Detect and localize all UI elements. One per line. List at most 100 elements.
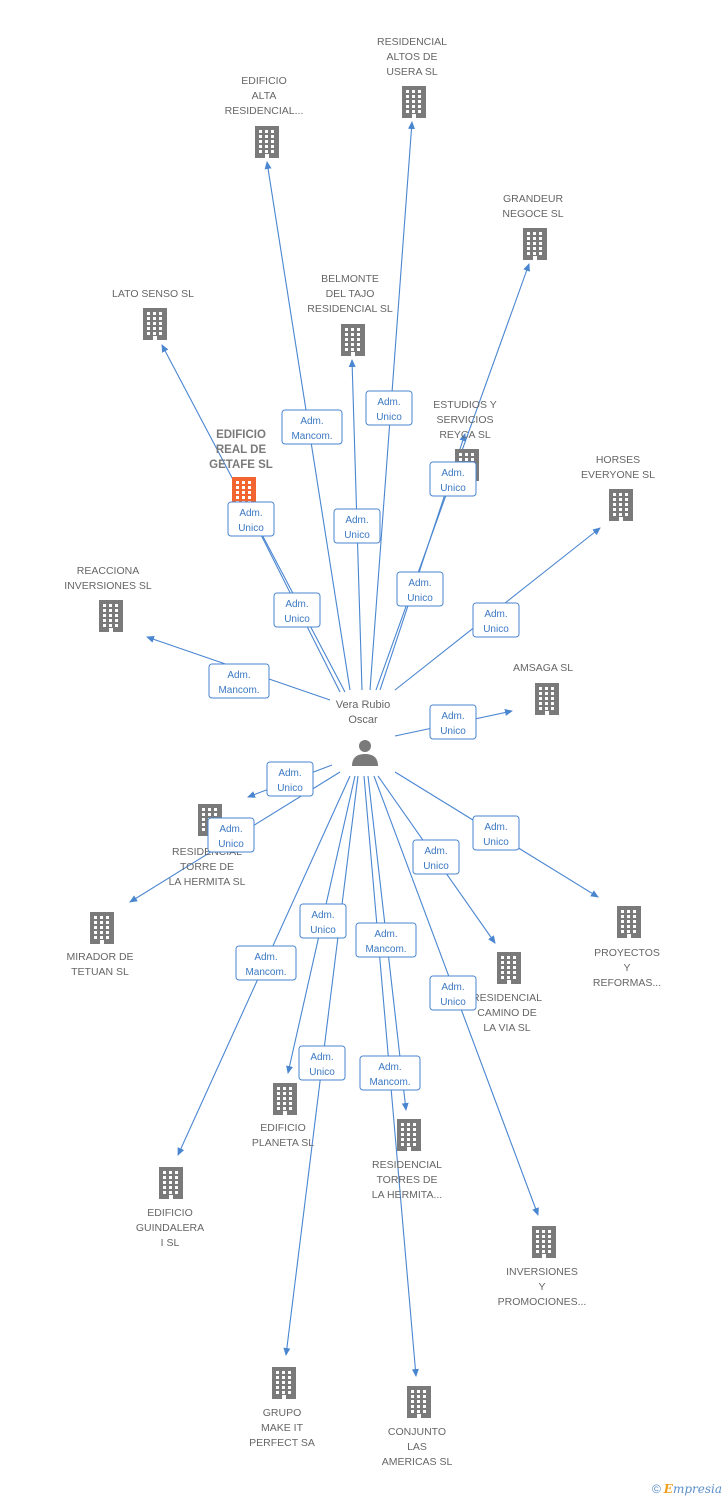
company-node-lato-senso[interactable]: LATO SENSO SL <box>112 288 194 340</box>
relation-badge-reacciona-inversiones[interactable]: Adm.Mancom. <box>208 663 270 699</box>
center-person[interactable]: Vera Rubio Oscar <box>336 699 390 766</box>
relation-label-line: Unico <box>238 523 264 534</box>
company-label-line: ALTA <box>252 90 277 102</box>
relation-badge-edificio-guindalera[interactable]: Adm.Mancom. <box>235 945 297 981</box>
company-label-line: PERFECT SA <box>249 1437 315 1449</box>
company-node-amsaga[interactable]: AMSAGA SL <box>513 662 573 715</box>
relation-label-line: Adm. <box>219 824 242 835</box>
company-label-line: DEL TAJO <box>326 288 375 300</box>
building-icon <box>143 308 167 340</box>
relation-label-line: Adm. <box>441 982 464 993</box>
relation-label-line: Adm. <box>441 711 464 722</box>
relation-label-line: Unico <box>440 726 466 737</box>
relation-badge-residencial-camino-de-la-via[interactable]: Adm.Unico <box>412 839 460 875</box>
relation-badge-residencial-torre-de-la-hermita[interactable]: Adm.Unico <box>266 761 314 797</box>
relation-label-line: Unico <box>483 624 509 635</box>
relation-label-line: Unico <box>284 614 310 625</box>
relation-label-line: Adm. <box>374 929 397 940</box>
relation-badge-lato-senso[interactable]: Adm.Unico <box>227 501 275 537</box>
relation-badge-belmonte-del-tajo[interactable]: Adm. Unico <box>333 508 381 544</box>
building-icon <box>90 912 114 944</box>
relation-badge-box <box>429 704 477 740</box>
company-label-line: Y <box>623 962 630 974</box>
relation-badge-edificio-real-de-getafe[interactable]: Adm.Unico <box>273 592 321 628</box>
company-label-line: GRUPO <box>263 1407 302 1419</box>
company-label-line: REACCIONA <box>77 565 139 577</box>
relation-badge-box <box>298 1045 346 1081</box>
company-label-line: HORSES <box>596 454 640 466</box>
building-icon <box>341 324 365 356</box>
relation-label-line: Mancom. <box>365 944 406 955</box>
relation-badge-amsaga[interactable]: Adm. Unico <box>429 704 477 740</box>
relation-badge-box <box>472 602 520 638</box>
company-node-inversiones-y-promociones[interactable]: INVERSIONESYPROMOCIONES... <box>498 1226 587 1308</box>
relation-label-line: Adm. <box>310 1052 333 1063</box>
company-label-line: INVERSIONES SL <box>64 580 152 592</box>
relation-badge-horses-everyone[interactable]: Adm. Unico <box>472 602 520 638</box>
relation-badge-estudios-y-servicios-reyca[interactable]: Adm.Unico <box>396 571 444 607</box>
relation-badge-box <box>227 501 275 537</box>
building-icon <box>99 600 123 632</box>
relation-badge-mirador-de-tetuan[interactable]: Adm. Unico <box>207 817 255 853</box>
relation-badge-grandeur-negoce[interactable]: Adm.Unico <box>429 461 477 497</box>
relation-label-line: Adm. <box>484 609 507 620</box>
company-label-line: RESIDENCIAL... <box>225 105 304 117</box>
relation-label-line: Adm. <box>278 768 301 779</box>
person-name-line-1: Vera Rubio <box>336 699 390 711</box>
relation-badge-proyectos-y-reformas[interactable]: Adm.Unico <box>472 815 520 851</box>
relation-label-line: Adm. <box>441 468 464 479</box>
relation-badge-grupo-make-it-perfect[interactable]: Adm.Unico <box>298 1045 346 1081</box>
relation-badge-residencial-torres-de-la-hermita[interactable]: Adm. Mancom. <box>355 922 417 958</box>
relation-label-line: Unico <box>344 530 370 541</box>
building-icon <box>535 683 559 715</box>
relation-label-line: Unico <box>218 839 244 850</box>
relation-badge-box <box>207 817 255 853</box>
company-label-line: REYCA SL <box>439 429 491 441</box>
relation-badge-residencial-altos-de-usera[interactable]: Adm.Unico <box>365 390 413 426</box>
company-label-line: EDIFICIO <box>241 75 287 87</box>
relation-badge-edificio-planeta[interactable]: Adm.Unico <box>299 903 347 939</box>
relation-label-line: Adm. <box>408 578 431 589</box>
relation-badge-inversiones-y-promociones[interactable]: Adm.Unico <box>429 975 477 1011</box>
relation-badge-box <box>429 975 477 1011</box>
relation-label-line: Mancom. <box>291 431 332 442</box>
company-label-line: MIRADOR DE <box>66 951 133 963</box>
relation-label-line: Adm. <box>424 846 447 857</box>
building-icon <box>402 86 426 118</box>
relation-badge-edificio-alta-residencial[interactable]: Adm.Mancom. <box>281 409 343 445</box>
company-node-reacciona-inversiones[interactable]: REACCIONA INVERSIONES SL <box>64 565 152 632</box>
company-label-line: GRANDEUR <box>503 193 564 205</box>
company-label-line: RESIDENCIAL <box>377 36 447 48</box>
company-label-line: ALTOS DE <box>387 51 438 63</box>
company-node-proyectos-y-reformas[interactable]: PROYECTOSYREFORMAS... <box>593 906 661 989</box>
company-node-grandeur-negoce[interactable]: GRANDEUR NEGOCE SL <box>502 193 564 260</box>
company-label-line: NEGOCE SL <box>502 208 563 220</box>
company-label-line: CONJUNTO <box>388 1426 446 1438</box>
relation-badge-conjunto-las-americas[interactable]: Adm.Mancom. <box>359 1055 421 1091</box>
company-label-line: Y <box>538 1281 545 1293</box>
company-label-line: PLANETA SL <box>252 1137 314 1149</box>
relation-badge-box <box>208 663 270 699</box>
relation-badge-box <box>412 839 460 875</box>
company-node-edificio-alta-residencial[interactable]: EDIFICIO ALTA RESIDENCIAL... <box>225 75 304 158</box>
relation-label-line: Adm. <box>345 515 368 526</box>
relation-label-line: Adm. <box>378 1062 401 1073</box>
building-icon <box>397 1119 421 1151</box>
company-label-line: RESIDENCIAL SL <box>307 303 393 315</box>
company-label-line: TORRES DE <box>376 1174 437 1186</box>
company-label-line: GUINDALERA <box>136 1222 204 1234</box>
building-icon <box>273 1083 297 1115</box>
relation-badge-box <box>281 409 343 445</box>
building-icon <box>407 1386 431 1418</box>
